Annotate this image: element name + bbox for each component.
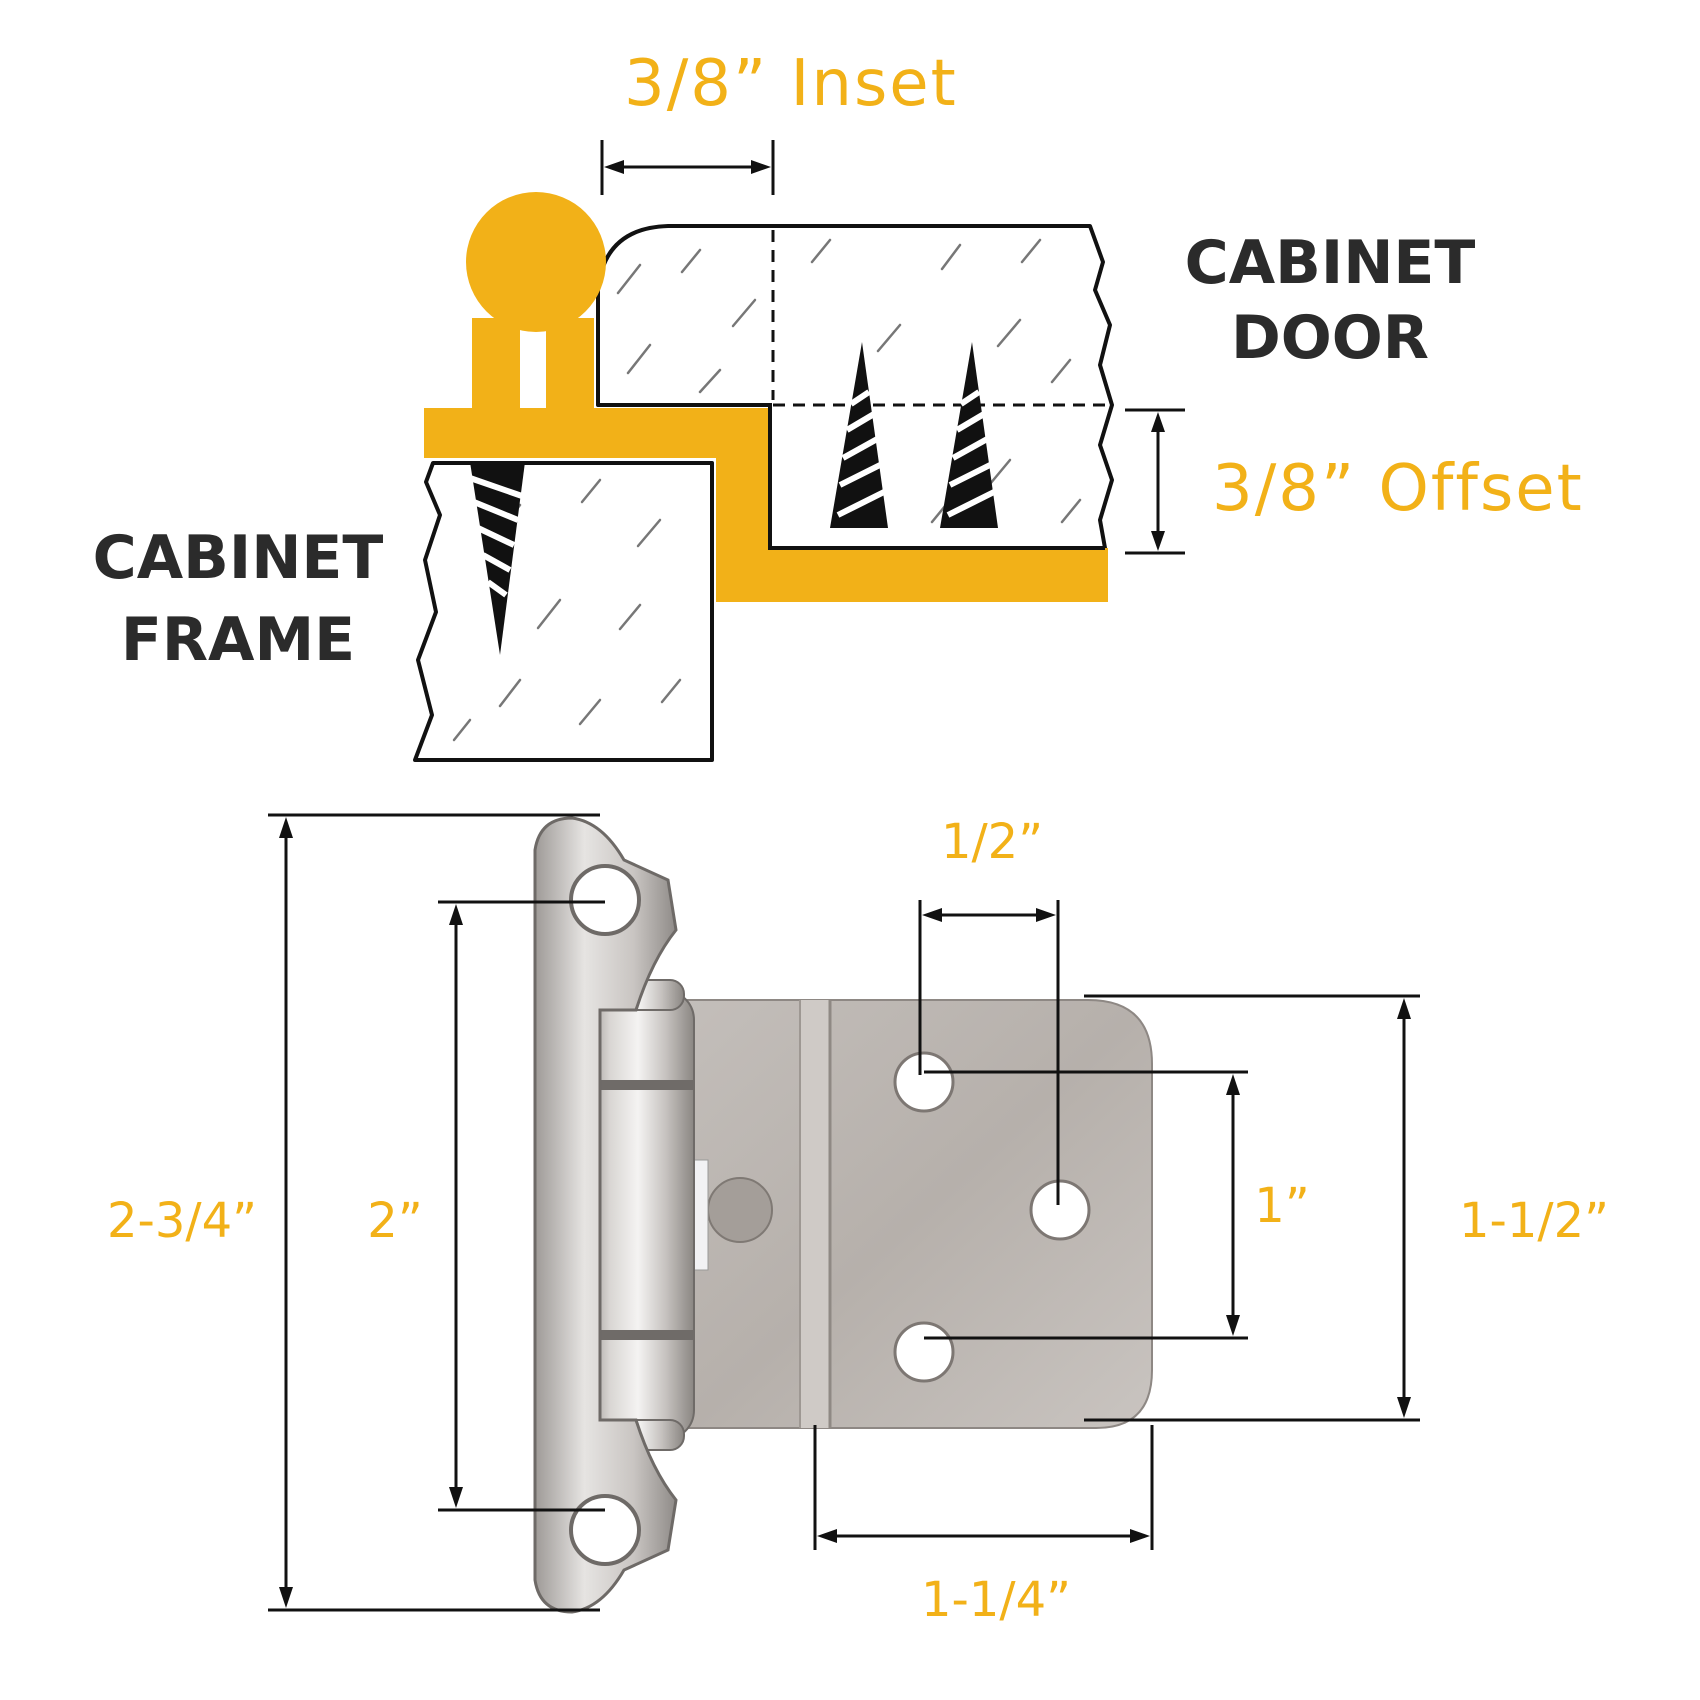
mount-hole-icon [569, 1494, 641, 1566]
door-hole-icon [1029, 1179, 1091, 1241]
rivet-icon [707, 1177, 773, 1243]
offset-dimension [1125, 408, 1185, 555]
cabinet-frame-label-line2: FRAME [121, 605, 355, 675]
cabinet-frame [413, 461, 714, 762]
inset-label: 3/8” Inset [624, 47, 958, 121]
offset-label: 3/8” Offset [1212, 452, 1584, 526]
door-hole-icon [893, 1051, 955, 1113]
frame-screw-icon [469, 462, 525, 655]
cabinet-frame-label-line1: CABINET [93, 523, 384, 593]
hinge-illustration [533, 816, 1153, 1614]
hinge-profile [424, 192, 1108, 602]
door-screw-icon [830, 342, 1000, 528]
mount-hole-spacing-label: 2” [367, 1193, 422, 1249]
door-hole-icon [893, 1321, 955, 1383]
inset-dimension [600, 140, 775, 195]
frame-mount-plate [533, 816, 678, 1614]
cabinet-door-label-line1: CABINET [1185, 228, 1476, 298]
door-hole-vertical-label: 1” [1254, 1178, 1309, 1234]
door-hole-horizontal-label: 1/2” [941, 814, 1043, 870]
leaf-width-label: 1-1/4” [921, 1572, 1071, 1628]
overall-height-label: 2-3/4” [107, 1193, 257, 1249]
cross-section: 3/8” Inset [93, 47, 1584, 762]
mount-hole-icon [569, 864, 641, 936]
dimension-lines [268, 813, 1420, 1612]
cabinet-door-label-line2: DOOR [1231, 303, 1429, 373]
leaf-height-label: 1-1/2” [1459, 1193, 1609, 1249]
